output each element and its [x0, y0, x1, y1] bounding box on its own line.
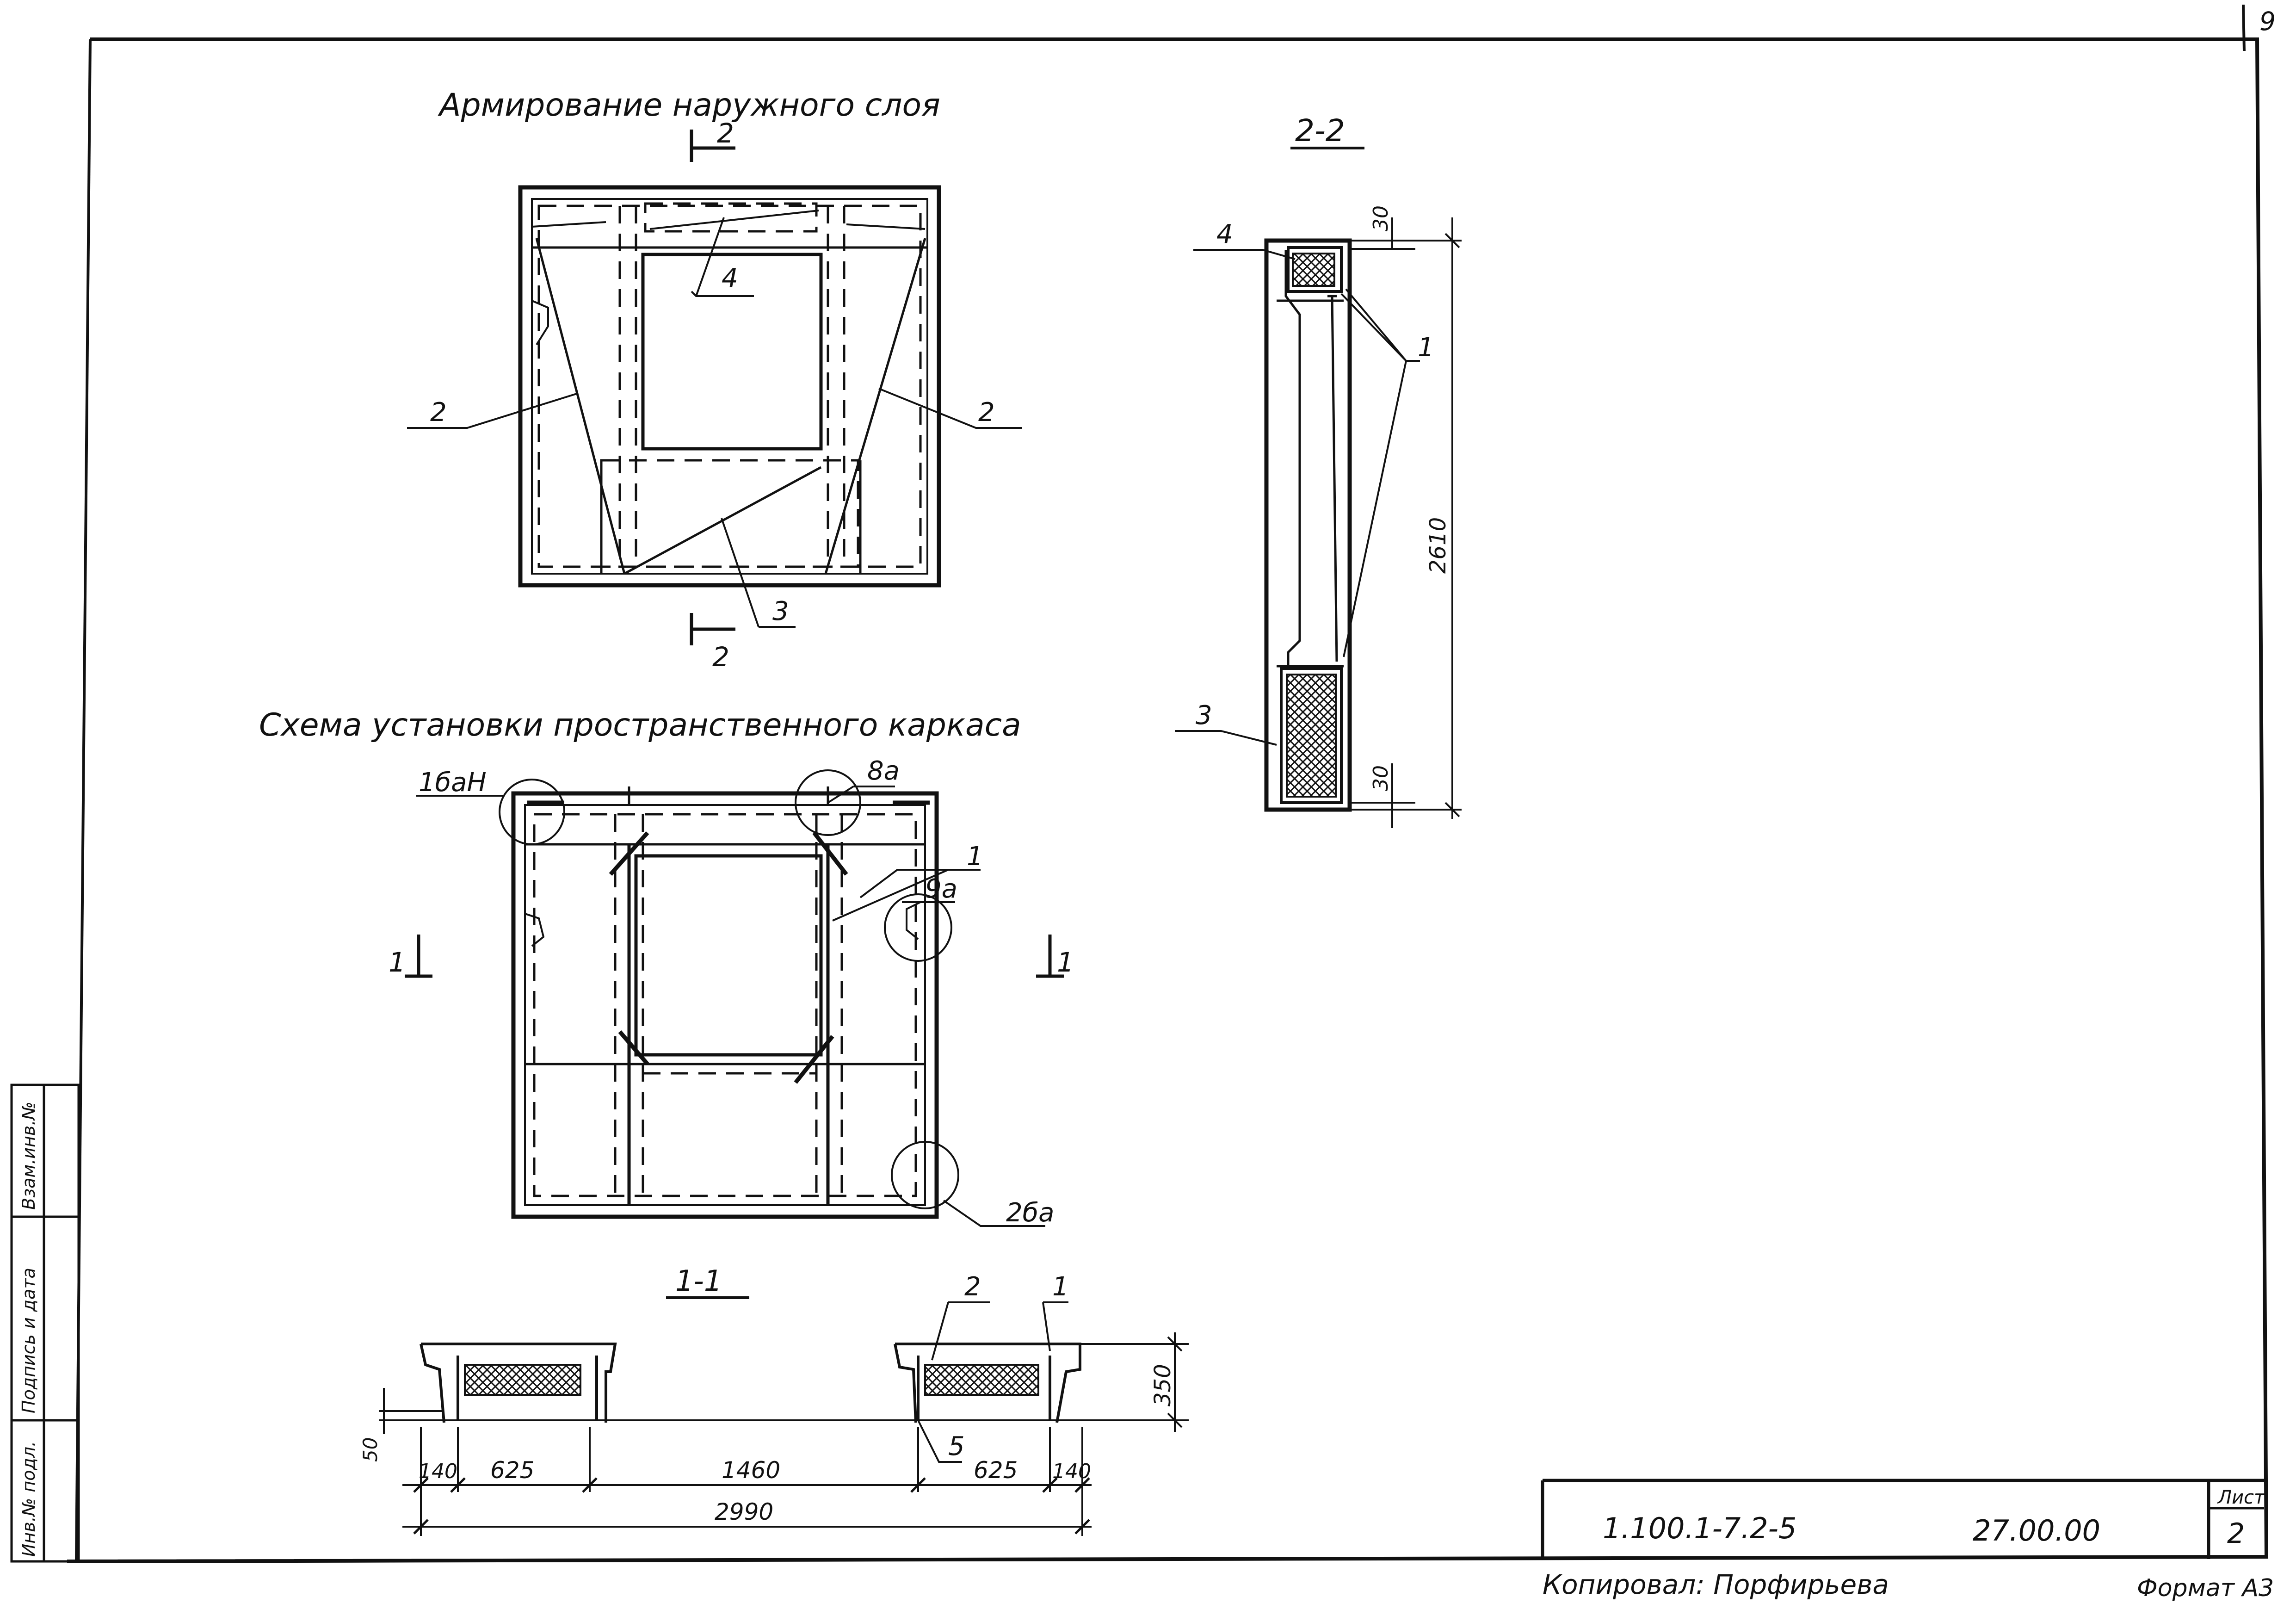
- outer-callout-2-right: 2: [978, 397, 995, 427]
- outer-callout-3: 3: [772, 596, 789, 626]
- section-1-1-title: 1-1: [675, 1264, 722, 1298]
- title-code: 1.100.1-7.2-5: [1603, 1511, 1796, 1545]
- section-1-1-callout-5: 5: [948, 1431, 965, 1461]
- outer-callout-2-left: 2: [430, 397, 447, 427]
- side-stamp: [10, 1083, 80, 1563]
- frame-callout-1bah: 1бaH: [419, 768, 487, 798]
- section-1-1-dim-140-right: 140: [1052, 1460, 1091, 1483]
- section-1-1-callout-2: 2: [964, 1272, 981, 1302]
- title-sheet-label: Лист: [2217, 1487, 2265, 1508]
- frame-callout-8a: 8a: [867, 756, 900, 786]
- frame-callout-2ba: 2бa: [1006, 1198, 1054, 1228]
- stamp-signature-label: Подпись и дата: [19, 1268, 39, 1413]
- title-number: 27.00.00: [1973, 1514, 2100, 1548]
- outer-layer-panel: [518, 185, 941, 588]
- section-2-2-profile: [1264, 238, 1352, 812]
- section-1-right-label: 1: [1057, 947, 1074, 978]
- section-2-top-label: 2: [717, 118, 734, 149]
- title-block: [1541, 1479, 2264, 1559]
- section-2-2-callout-4: 4: [1216, 219, 1233, 249]
- section-1-1-dim-1460: 1460: [722, 1457, 780, 1484]
- section-1-1-dim-625-left: 625: [490, 1457, 534, 1484]
- section-1-1-dim-overall: 2990: [715, 1498, 773, 1525]
- section-1-1-dimensions: [379, 1332, 1183, 1536]
- frame-scheme-leaders: [416, 786, 1045, 1227]
- sheet-corner-number: 9: [2259, 6, 2276, 36]
- section-1-1-callout-1: 1: [1052, 1272, 1069, 1302]
- footer-copied-by: Копировал: Порфирьева: [1543, 1569, 1889, 1600]
- section-1-left-label: 1: [389, 947, 406, 978]
- section-2-2-dim-top: 30: [1369, 205, 1393, 231]
- section-2-bottom-mark: [690, 613, 735, 645]
- section-1-1-profile: [420, 1343, 1189, 1423]
- title-sheet-number: 2: [2227, 1517, 2245, 1550]
- section-2-2-dim-bottom: 30: [1369, 765, 1393, 791]
- footer-format: Формат А3: [2137, 1574, 2274, 1602]
- section-1-1-leaders: [917, 1301, 1068, 1463]
- section-2-2-dim-height: 2610: [1425, 517, 1451, 574]
- section-2-2-title: 2-2: [1295, 113, 1345, 149]
- frame-scheme-title: Схема установки пространственного каркас…: [259, 707, 1021, 743]
- section-1-1-dim-50: 50: [359, 1437, 382, 1462]
- section-2-top-mark: [690, 130, 735, 162]
- section-1-1-dim-625-right: 625: [974, 1457, 1018, 1484]
- frame-scheme-panel: [511, 786, 939, 1219]
- section-2-2-callout-1: 1: [1418, 333, 1434, 363]
- outer-layer-leaders: [407, 217, 1022, 628]
- section-1-marks: [405, 935, 1064, 978]
- section-2-2-dimensions: [1350, 217, 1462, 828]
- section-1-1-dim-140-left: 140: [419, 1460, 457, 1483]
- outer-layer-title: Армирование наружного слоя: [438, 87, 940, 124]
- sheet-frame: [67, 4, 2269, 1563]
- frame-callout-1: 1: [967, 842, 983, 872]
- section-2-2-callout-3: 3: [1196, 700, 1212, 731]
- stamp-replace-label: Взам.инв.№: [19, 1102, 39, 1210]
- section-2-bottom-label: 2: [712, 641, 729, 673]
- section-1-1-dim-height: 350: [1150, 1364, 1176, 1406]
- frame-callout-9a: 9a: [925, 874, 957, 904]
- outer-callout-4: 4: [722, 263, 738, 293]
- detail-circles: [499, 769, 959, 1209]
- stamp-inv-label: Инв.№ подл.: [19, 1441, 39, 1557]
- section-2-2-leaders: [1175, 249, 1420, 746]
